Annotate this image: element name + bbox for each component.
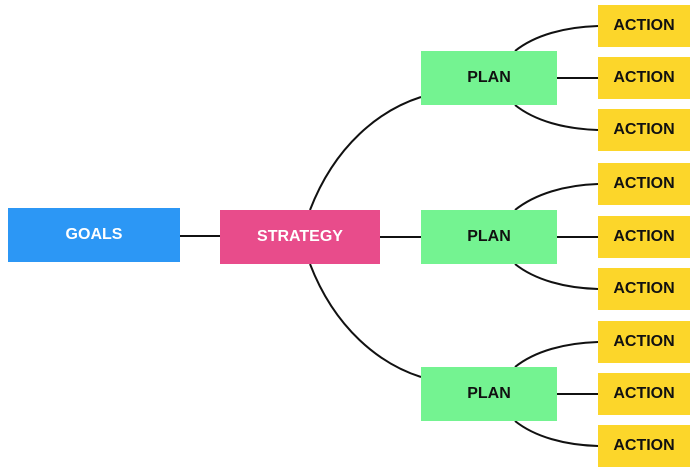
action-node: ACTION — [598, 425, 690, 467]
connector-plan-3-action-1 — [514, 341, 599, 368]
action-label: ACTION — [613, 175, 675, 192]
action-node: ACTION — [598, 268, 690, 310]
action-label: ACTION — [613, 437, 675, 454]
connector-strategy-plan-3 — [309, 263, 422, 378]
plan-node-1: PLAN — [421, 51, 557, 105]
action-node: ACTION — [598, 373, 690, 415]
connector-strategy-plan-1 — [309, 96, 422, 211]
plan-label: PLAN — [467, 69, 511, 86]
strategy-node: STRATEGY — [220, 210, 380, 264]
action-label: ACTION — [613, 385, 675, 402]
goals-node: GOALS — [8, 208, 180, 262]
action-node: ACTION — [598, 57, 690, 99]
action-node: ACTION — [598, 216, 690, 258]
strategy-label: STRATEGY — [257, 228, 343, 245]
action-node: ACTION — [598, 163, 690, 205]
action-node: ACTION — [598, 5, 690, 47]
connector-plan-3-action-3 — [514, 420, 599, 447]
action-label: ACTION — [613, 121, 675, 138]
action-label: ACTION — [613, 69, 675, 86]
action-label: ACTION — [613, 280, 675, 297]
plan-label: PLAN — [467, 385, 511, 402]
action-label: ACTION — [613, 17, 675, 34]
connector-plan-1-action-3 — [514, 104, 599, 131]
action-label: ACTION — [613, 228, 675, 245]
plan-label: PLAN — [467, 228, 511, 245]
action-node: ACTION — [598, 321, 690, 363]
action-label: ACTION — [613, 333, 675, 350]
connector-plan-2-action-3 — [514, 263, 599, 290]
plan-node-3: PLAN — [421, 367, 557, 421]
connector-plan-1-action-1 — [514, 25, 599, 52]
action-node: ACTION — [598, 109, 690, 151]
goals-label: GOALS — [65, 226, 123, 243]
plan-node-2: PLAN — [421, 210, 557, 264]
connector-plan-2-action-1 — [514, 183, 599, 211]
